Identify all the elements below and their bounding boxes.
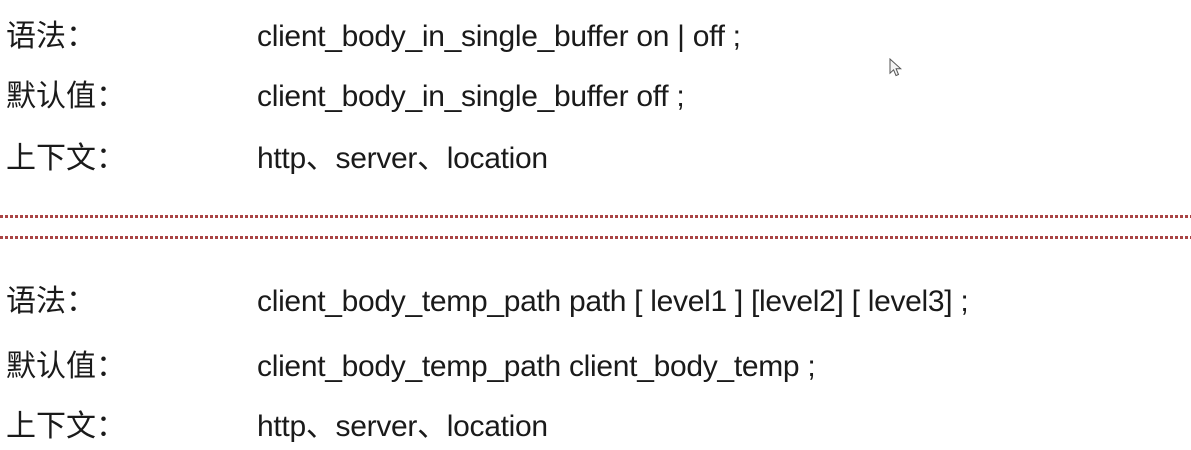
field-label-default: 默认值： — [6, 80, 126, 113]
field-value-default: client_body_in_single_buffer off ; — [257, 80, 685, 113]
field-value-syntax: client_body_in_single_buffer on | off ; — [257, 20, 741, 53]
field-label-default: 默认值： — [6, 350, 126, 383]
field-label-syntax: 语法： — [6, 285, 96, 318]
field-value-syntax: client_body_temp_path path [ level1 ] [l… — [257, 285, 969, 318]
arrow-cursor-icon — [889, 58, 902, 77]
field-label-context: 上下文： — [6, 410, 126, 443]
section-divider — [0, 236, 1191, 239]
section-divider — [0, 215, 1191, 218]
field-label-syntax: 语法： — [6, 20, 96, 53]
field-value-default: client_body_temp_path client_body_temp ; — [257, 350, 816, 383]
syntax-row: 语法： client_body_in_single_buffer on | of… — [0, 19, 1191, 55]
syntax-row: 语法： client_body_temp_path path [ level1 … — [0, 284, 1191, 320]
default-row: 默认值： client_body_in_single_buffer off ; — [0, 79, 1191, 115]
default-row: 默认值： client_body_temp_path client_body_t… — [0, 349, 1191, 385]
context-row: 上下文： http、server、location — [0, 141, 1191, 177]
field-value-context: http、server、location — [257, 142, 548, 175]
field-label-context: 上下文： — [6, 142, 126, 175]
field-value-context: http、server、location — [257, 410, 548, 443]
context-row: 上下文： http、server、location — [0, 409, 1191, 445]
